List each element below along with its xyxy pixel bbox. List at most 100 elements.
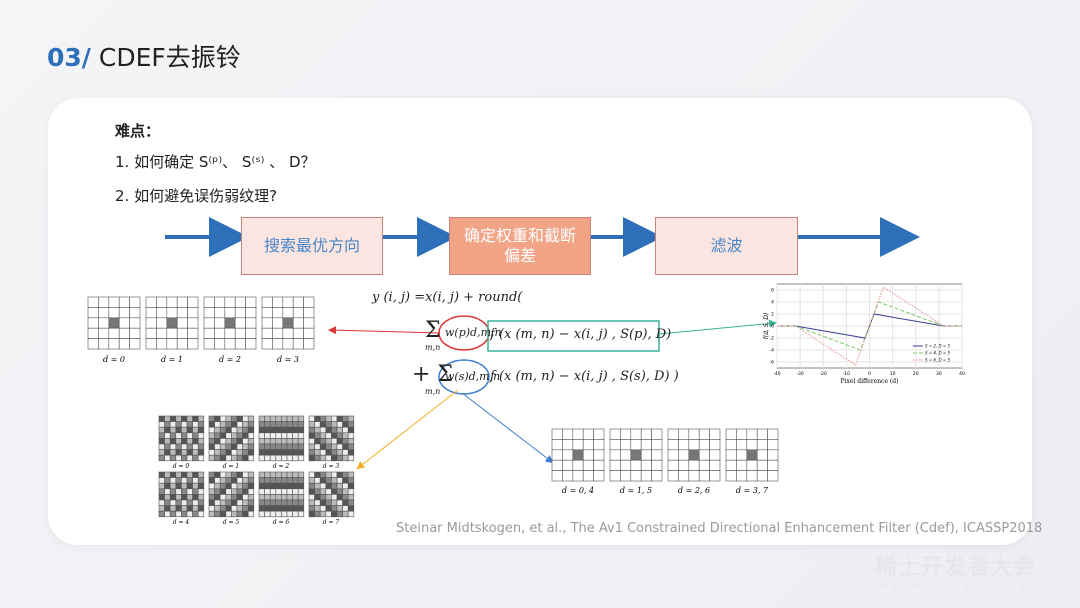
- direction-grid: [145, 296, 199, 350]
- grid-cell: [186, 510, 193, 518]
- grid-cell: [331, 415, 338, 422]
- grid-cell: [236, 494, 243, 501]
- grid-cell: [281, 477, 288, 484]
- grid-cell: [224, 327, 236, 339]
- grid-cell: [286, 426, 293, 434]
- grid-cell: [242, 505, 249, 512]
- grid-cell: [192, 454, 199, 462]
- grid-cell: [186, 482, 193, 490]
- grid-cell: [192, 482, 199, 490]
- grid-cell: [308, 510, 315, 518]
- grid-cell: [98, 338, 110, 350]
- grid-cell: [98, 296, 110, 308]
- grid-cell: [325, 499, 332, 506]
- grid-cell: [336, 438, 343, 445]
- grid-cell: [145, 296, 157, 308]
- grid-cell: [336, 443, 343, 450]
- grid-cell: [231, 510, 238, 518]
- grid-cell: [688, 449, 700, 461]
- grid-cell: [282, 307, 294, 319]
- grid-cell: [336, 505, 343, 512]
- grid-cell: [264, 426, 271, 434]
- grid-cell: [169, 505, 177, 512]
- grid-cell: [630, 428, 642, 440]
- grid-cell: [292, 327, 304, 339]
- grid-cell: [164, 421, 171, 428]
- grid-cell: [219, 432, 227, 439]
- grid-cell: [264, 443, 271, 450]
- section-number: 03/: [47, 43, 91, 72]
- grid-cell: [286, 471, 293, 478]
- grid-cell: [181, 499, 188, 506]
- grid-cell: [551, 449, 563, 461]
- grid-cell: [158, 499, 165, 506]
- grid-cell: [562, 449, 574, 461]
- grid-cell: [242, 471, 249, 478]
- logo-main: 稀土开发者大会: [875, 555, 1037, 580]
- grid-cell: [264, 415, 271, 422]
- grid-cell: [319, 494, 327, 501]
- grid-cell: [219, 510, 227, 518]
- grid-label: d = 2: [273, 463, 290, 470]
- grid-cell: [258, 432, 265, 439]
- grid-cell: [736, 449, 748, 461]
- grid-cell: [181, 477, 188, 484]
- grid-cell: [303, 327, 315, 339]
- grid-cell: [129, 338, 141, 350]
- grid-cell: [176, 317, 188, 329]
- grid-cell: [169, 438, 177, 445]
- grid-cell: [275, 488, 282, 495]
- grid-cell: [275, 499, 282, 506]
- x-tick-label: 40: [959, 371, 965, 377]
- grid-cell: [197, 488, 205, 495]
- grid-cell: [297, 482, 305, 490]
- grid-cell: [269, 494, 277, 501]
- grid-cell: [620, 439, 632, 451]
- grid-cell: [197, 443, 205, 450]
- grid-cell: [181, 438, 188, 445]
- grid-cell: [725, 449, 737, 461]
- grid-cell: [225, 488, 232, 495]
- grid-cell: [258, 449, 265, 456]
- grid-cell: [158, 426, 165, 434]
- grid-cell: [292, 296, 304, 308]
- grid-cell: [272, 296, 284, 308]
- grid-cell: [175, 454, 182, 462]
- grid-cell: [319, 505, 327, 512]
- formula-line-1: y (i, j) =x(i, j) + round(: [372, 290, 523, 305]
- grid-cell: [208, 482, 215, 490]
- grid-cell: [331, 482, 338, 490]
- grid-cell: [197, 421, 205, 428]
- grid-cell: [325, 477, 332, 484]
- grid-cell: [292, 488, 299, 495]
- grid-cell: [582, 428, 594, 440]
- grid-cell: [319, 488, 327, 495]
- grid-cell: [169, 488, 177, 495]
- grid-cell: [292, 494, 299, 501]
- grid-cell: [175, 471, 182, 478]
- grid-cell: [342, 432, 349, 439]
- grid-cell: [264, 454, 271, 462]
- grid-cell: [145, 327, 157, 339]
- grid-cell: [108, 317, 120, 329]
- difficulty-label: 难点：: [115, 122, 161, 140]
- grid-cell: [736, 439, 748, 451]
- grid-cell: [275, 505, 282, 512]
- y-tick-label: -6: [770, 360, 775, 366]
- grid-cell: [169, 443, 177, 450]
- grid-cell: [308, 421, 315, 428]
- grid-cell: [281, 510, 288, 518]
- grid-cell: [756, 428, 768, 440]
- grid-cell: [225, 510, 232, 518]
- grid-cell: [181, 505, 188, 512]
- grid-cell: [108, 338, 120, 350]
- grid-cell: [331, 488, 338, 495]
- grid-cell: [756, 459, 768, 471]
- grid-cell: [331, 499, 338, 506]
- grid-cell: [281, 488, 288, 495]
- grid-cell: [245, 338, 257, 350]
- grid-cell: [208, 432, 215, 439]
- grid-cell: [175, 488, 182, 495]
- grid-cell: [118, 327, 130, 339]
- grid-cell: [308, 443, 315, 450]
